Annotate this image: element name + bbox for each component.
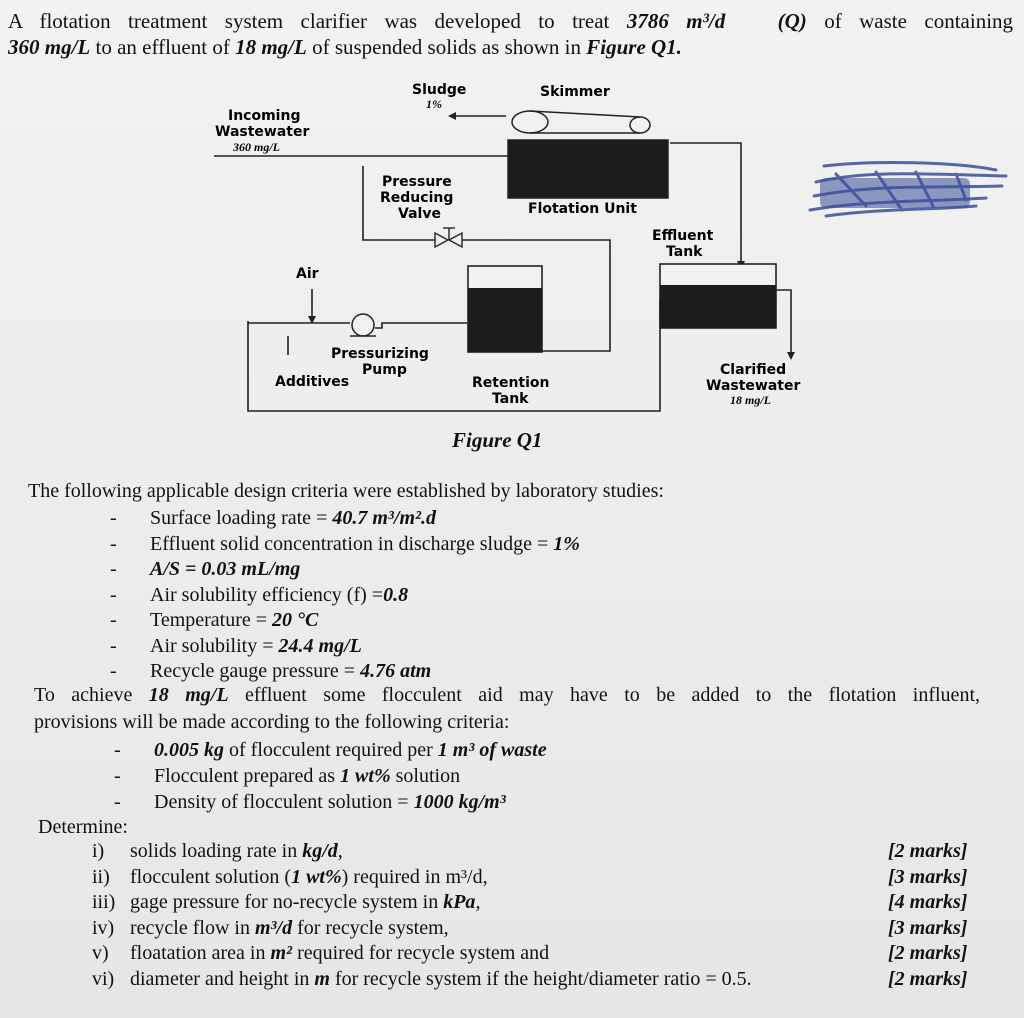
figure-caption: Figure Q1: [452, 428, 543, 452]
flocculent-item: -0.005 kg of flocculent required per 1 m…: [114, 739, 547, 761]
label-retention-2: Tank: [492, 391, 529, 407]
criterion-item: -Recycle gauge pressure = 4.76 atm: [110, 660, 432, 682]
question-item: i)solids loading rate in kg/d,: [92, 840, 343, 862]
question-item: iv)recycle flow in m³/d for recycle syst…: [92, 916, 449, 939]
flotation-outlet: [670, 142, 742, 263]
label-clarified-2: Wastewater: [706, 378, 800, 394]
effluent-conc: 18 mg/L: [235, 35, 307, 59]
design-criteria-list: -Surface loading rate = 40.7 m³/m².d -Ef…: [110, 506, 580, 685]
label-pump-2: Pump: [362, 362, 407, 378]
influent-conc: 360 mg/L: [8, 35, 91, 59]
intro-text: A flotation treatment system clarifier w…: [8, 9, 627, 33]
criterion-item: -A/S = 0.03 mL/mg: [110, 558, 301, 580]
flow-value: 3786 m³/d: [626, 9, 726, 33]
intro-line-1: A flotation treatment system clarifier w…: [8, 8, 1013, 34]
label-pump-1: Pressurizing: [331, 346, 429, 362]
label-effluent-2: Tank: [666, 244, 703, 260]
label-effluent-1: Effluent: [652, 228, 714, 244]
flocculent-item: -Flocculent prepared as 1 wt% solution: [114, 765, 461, 787]
handwritten-scribble: [808, 161, 1008, 218]
criteria-intro: The following applicable design criteria…: [28, 480, 664, 502]
label-additives: Additives: [275, 374, 349, 390]
label-prv-2: Reducing: [380, 190, 453, 206]
marks-item: [2 marks]: [888, 967, 968, 990]
retention-tank-fill: [468, 288, 542, 352]
intro-text: of suspended solids as shown in: [306, 35, 587, 59]
effluent-tank-fill: [660, 285, 776, 328]
label-prv-1: Pressure: [382, 174, 452, 190]
marks-list: [2 marks] [3 marks] [4 marks] [3 marks] …: [888, 839, 967, 992]
label-air: Air: [296, 266, 319, 282]
label-skimmer: Skimmer: [540, 84, 610, 100]
intro-text: of waste containing: [806, 9, 1014, 33]
pressurizing-pump-icon: [350, 313, 376, 337]
marks-item: [3 marks]: [888, 865, 968, 888]
clarified-outlet: [776, 289, 792, 354]
problem-statement: A flotation treatment system clarifier w…: [8, 8, 1013, 60]
criterion-item: -Temperature = 20 °C: [110, 609, 319, 631]
label-prv-3: Valve: [398, 206, 441, 222]
label-sludge-pct: 1%: [426, 97, 442, 111]
label-incoming-2: Wastewater: [215, 124, 309, 140]
flow-symbol: (Q): [777, 9, 807, 33]
skimmer-device: [511, 110, 651, 134]
label-incoming-conc: 360 mg/L: [232, 140, 280, 154]
label-retention-1: Retention: [472, 375, 550, 391]
marks-item: [4 marks]: [888, 891, 968, 913]
flocculent-item: -Density of flocculent solution = 1000 k…: [114, 791, 506, 813]
label-sludge: Sludge: [412, 82, 466, 98]
pump-to-retention: [375, 322, 467, 329]
label-flotation-unit: Flotation Unit: [528, 201, 637, 217]
intro-text: to an effluent of: [90, 35, 236, 59]
flocculent-criteria-list: -0.005 kg of flocculent required per 1 m…: [114, 737, 547, 815]
intro-line-2: 360 mg/L to an effluent of 18 mg/L of su…: [8, 34, 1013, 60]
recycle-loop-line: [247, 298, 661, 412]
question-item: iii)gage pressure for no-recycle system …: [92, 891, 481, 913]
label-clarified-conc: 18 mg/L: [730, 393, 771, 407]
criterion-item: -Effluent solid concentration in dischar…: [110, 532, 580, 555]
criterion-item: -Air solubility efficiency (f) =0.8: [110, 583, 409, 606]
valve-to-retention: [462, 239, 611, 352]
air-arrowhead: [308, 316, 316, 324]
label-incoming-1: Incoming: [228, 108, 300, 124]
sludge-arrowhead: [448, 112, 456, 120]
question-item: ii)flocculent solution (1 wt%) required …: [92, 865, 488, 888]
marks-item: [2 marks]: [888, 840, 968, 862]
questions-list: i)solids loading rate in kg/d, ii)floccu…: [92, 839, 752, 992]
criterion-item: -Surface loading rate = 40.7 m³/m².d: [110, 507, 436, 529]
pressure-reducing-valve-icon: [434, 227, 463, 249]
question-item: vi)diameter and height in m for recycle …: [92, 967, 752, 990]
determine-heading: Determine:: [38, 816, 128, 838]
criterion-item: -Air solubility = 24.4 mg/L: [110, 634, 362, 657]
figure-ref: Figure Q1.: [586, 35, 682, 59]
marks-item: [3 marks]: [888, 916, 968, 939]
clarified-arrowhead: [787, 352, 795, 360]
valve-riser: [362, 166, 435, 241]
question-item: v)floatation area in m² required for rec…: [92, 942, 550, 964]
flotation-unit-tank: [507, 139, 669, 199]
label-clarified-1: Clarified: [720, 362, 786, 378]
flotation-system-diagram: Sludge 1% Skimmer Incoming Wastewater 36…: [214, 82, 800, 412]
marks-item: [2 marks]: [888, 942, 968, 964]
flocculent-paragraph: To achieve 18 mg/L effluent some floccul…: [34, 684, 980, 733]
